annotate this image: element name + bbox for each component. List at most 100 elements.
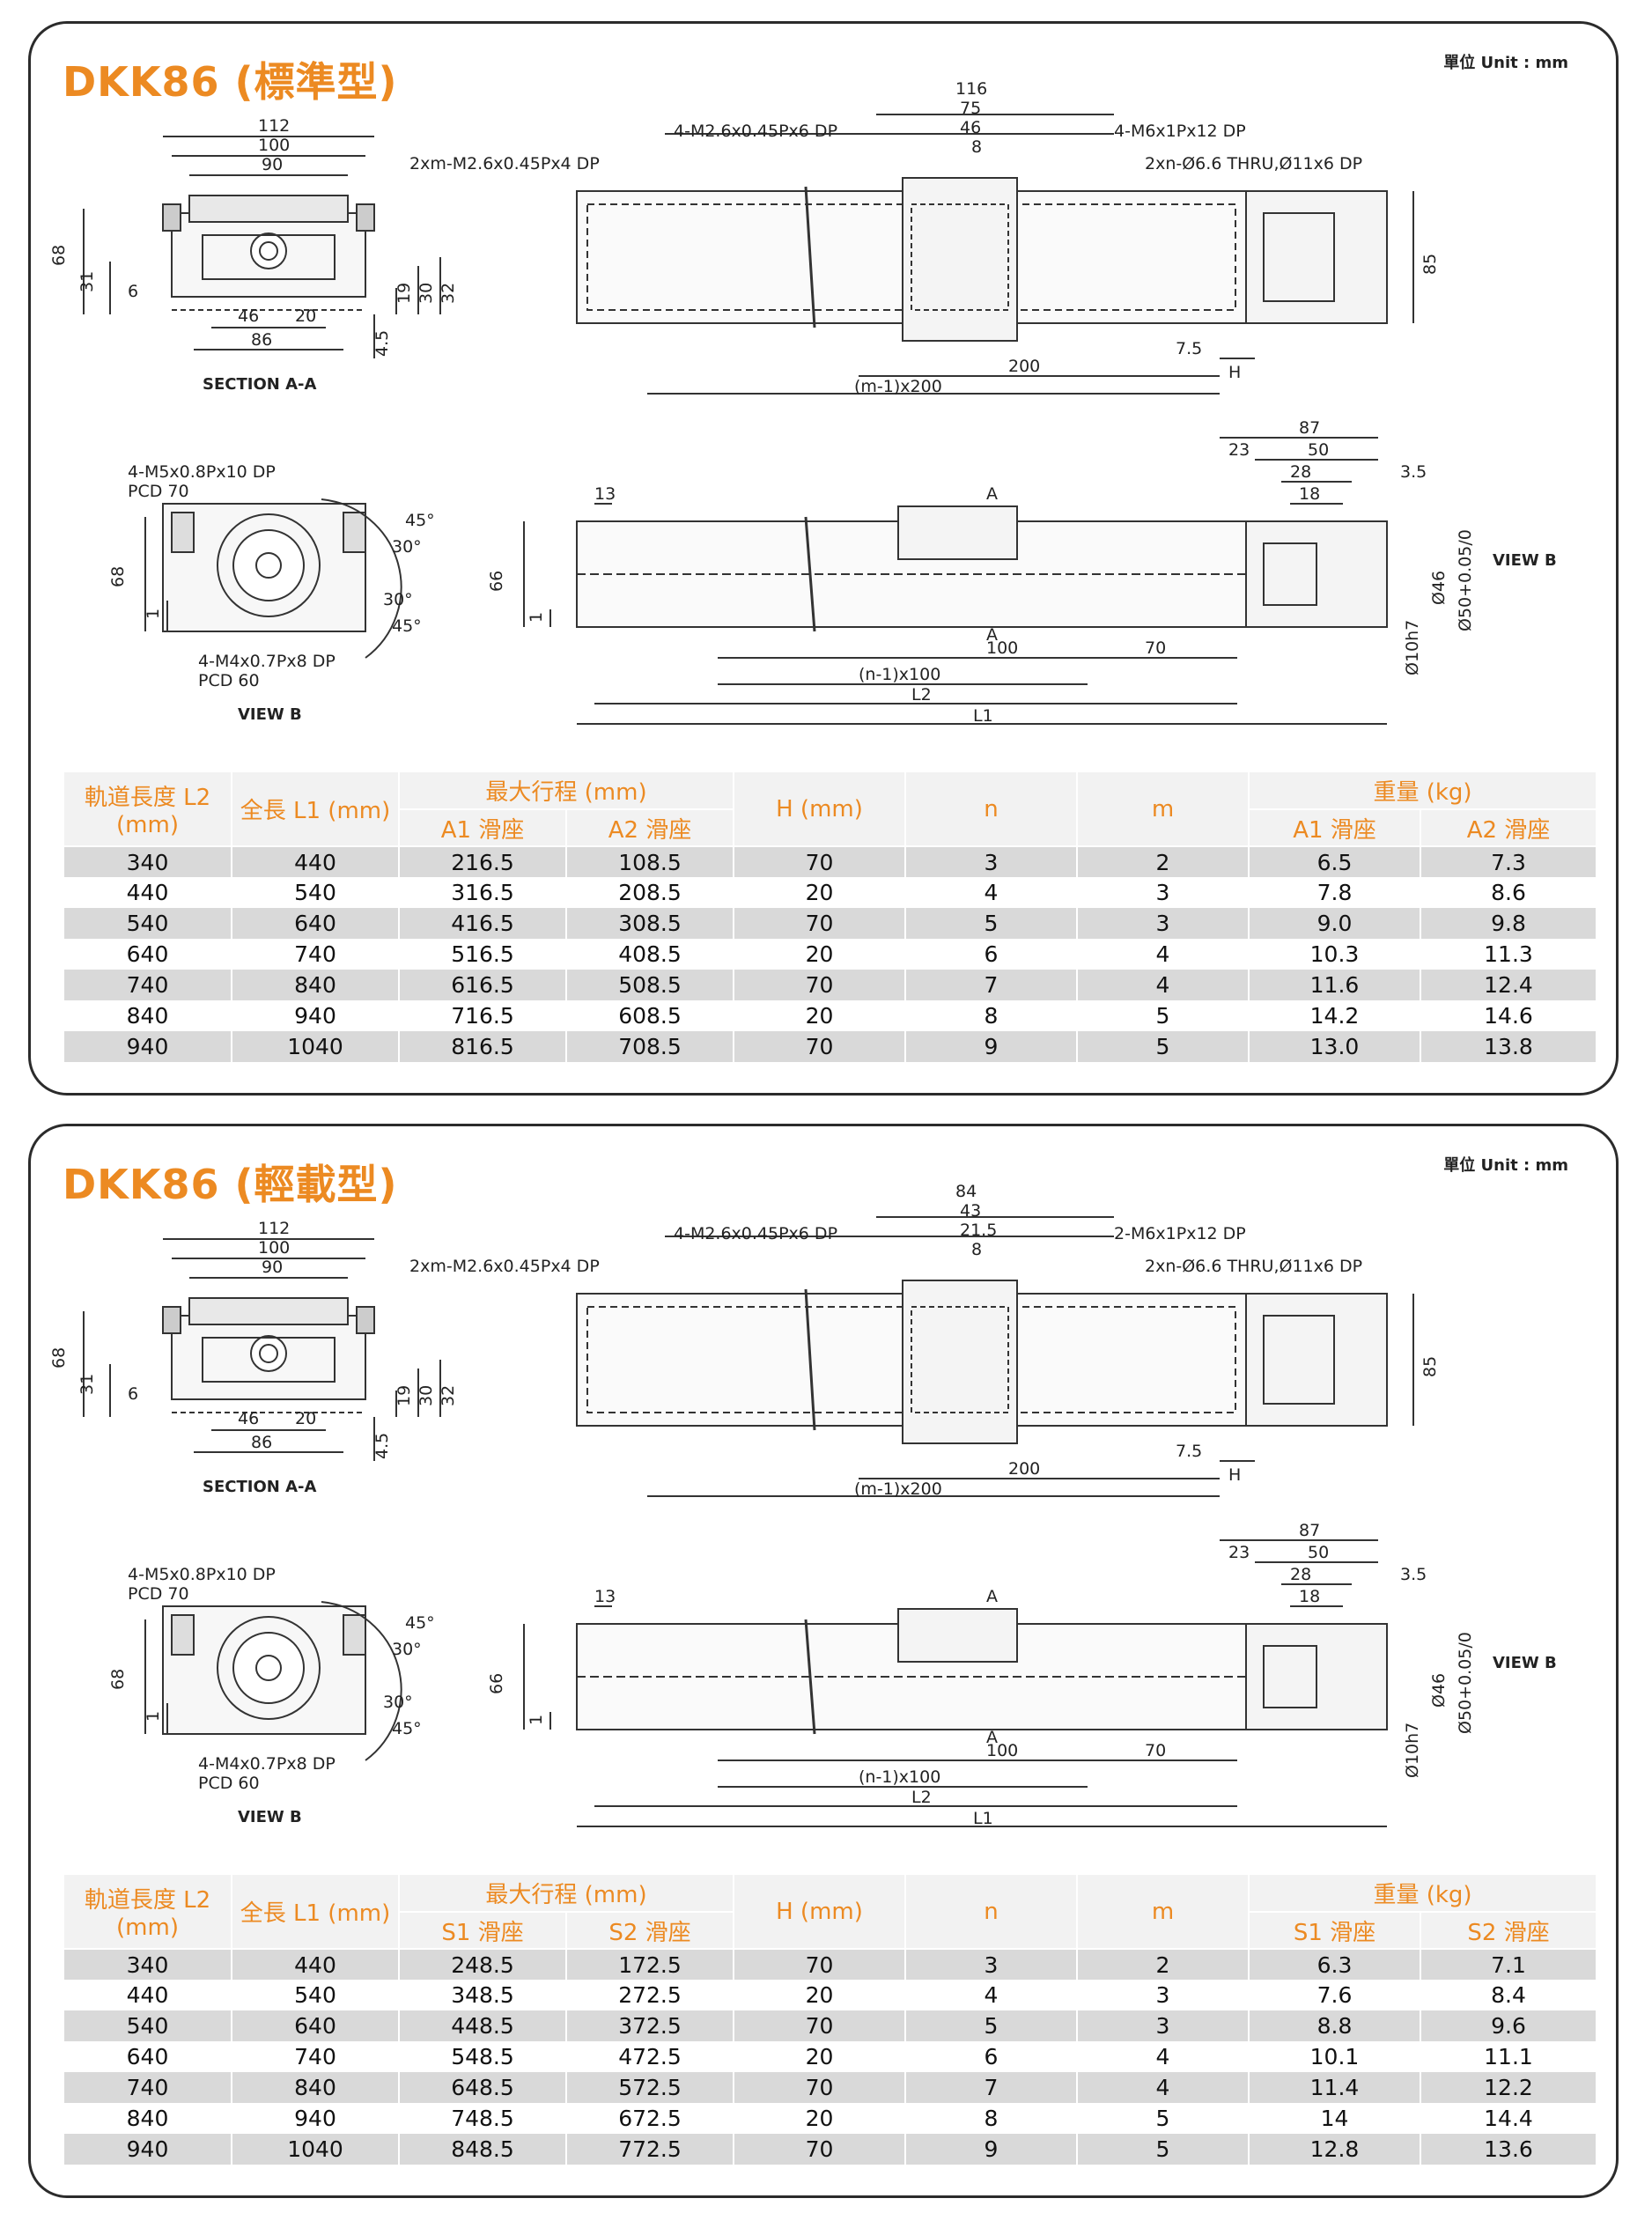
table-cell: 9: [905, 1031, 1078, 1062]
table-cell: 940: [64, 2134, 232, 2165]
side-view: [523, 1539, 1388, 1827]
dimension-label: 18: [1299, 484, 1320, 504]
side-view: [523, 437, 1388, 725]
table-cell: 540: [64, 2010, 232, 2041]
table-cell: 640: [232, 2010, 400, 2041]
standard-type-panel: DKK86 (標準型) 單位 Unit : mm: [28, 21, 1619, 1096]
table-cell: 20: [734, 877, 906, 908]
dimension-label: 7.5: [1176, 339, 1202, 358]
table-cell: 208.5: [566, 877, 734, 908]
dimension-label: SECTION A-A: [203, 375, 316, 394]
dimension-label: 2xm-M2.6x0.45Px4 DP: [409, 154, 600, 173]
table-cell: 11.3: [1420, 939, 1597, 970]
dimension-label: 30°: [383, 590, 413, 609]
dimension-label: 19: [395, 283, 414, 304]
table-cell: 5: [1077, 1031, 1250, 1062]
header-l1: 全長 L1 (mm): [232, 1875, 400, 1950]
table-cell: 7.8: [1249, 877, 1421, 908]
dimension-label: 112: [258, 116, 290, 136]
dimension-label: SECTION A-A: [203, 1478, 316, 1496]
dimension-label: Ø10h7: [1403, 1723, 1422, 1778]
dimension-label: 87: [1299, 418, 1320, 438]
table-cell: 472.5: [566, 2041, 734, 2072]
table-cell: 9: [905, 2134, 1078, 2165]
table-cell: 7.1: [1420, 1949, 1597, 1980]
dimension-label: 23: [1228, 1543, 1250, 1562]
table-cell: 716.5: [399, 1000, 567, 1031]
dimension-label: PCD 60: [198, 1774, 260, 1793]
section-a-view: [83, 1238, 441, 1461]
dimension-label: 2xn-Ø6.6 THRU,Ø11x6 DP: [1145, 1257, 1362, 1276]
dimension-label: 46: [238, 1409, 259, 1428]
dimension-label: 31: [77, 1374, 97, 1395]
table-cell: 6.3: [1249, 1949, 1421, 1980]
table-cell: 70: [734, 908, 906, 939]
dimension-label: (m-1)x200: [854, 377, 942, 396]
table-cell: 540: [232, 877, 400, 908]
section-a-labels: 112 100 90 68 31 6 46 20 86 30 19 32 4.5…: [49, 1219, 458, 1496]
table-cell: 8.8: [1249, 2010, 1421, 2041]
table-cell: 640: [64, 939, 232, 970]
dimension-label: 32: [439, 1385, 458, 1406]
table-cell: 508.5: [566, 970, 734, 1000]
dimension-label: 6: [128, 282, 138, 301]
table-cell: 6: [905, 2041, 1078, 2072]
dimension-label: 2xm-M2.6x0.45Px4 DP: [409, 1257, 600, 1276]
dimension-label: 68: [108, 1669, 128, 1690]
table-cell: 20: [734, 2103, 906, 2134]
dimension-label: 23: [1228, 440, 1250, 460]
dimension-label: 45°: [392, 1719, 422, 1738]
dimension-label: 46: [238, 306, 259, 326]
header-l2: 軌道長度 L2 (mm): [64, 1875, 232, 1950]
dimension-label: VIEW B: [1493, 551, 1557, 570]
dimension-label: 70: [1145, 1741, 1166, 1760]
dimension-label: 19: [395, 1385, 414, 1406]
dimension-label: 13: [594, 484, 616, 504]
table-cell: 3: [1077, 2010, 1250, 2041]
table-cell: 70: [734, 2072, 906, 2103]
dimension-label: 30°: [392, 537, 422, 557]
dimension-label: 46: [960, 118, 981, 137]
header-m: m: [1077, 772, 1250, 847]
dimension-label: 68: [49, 245, 69, 266]
table-cell: 840: [64, 1000, 232, 1031]
dimension-label: 43: [960, 1201, 981, 1221]
table-cell: 11.1: [1420, 2041, 1597, 2072]
dimension-label: 7.5: [1176, 1442, 1202, 1461]
table-cell: 248.5: [399, 1949, 567, 1980]
dimension-label: 90: [262, 155, 283, 174]
dimension-label: 66: [487, 571, 506, 592]
table-cell: 216.5: [399, 846, 567, 877]
dimension-label: (n-1)x100: [859, 1767, 940, 1787]
dimension-label: VIEW B: [238, 1808, 302, 1826]
table-cell: 740: [232, 2041, 400, 2072]
table-cell: 2: [1077, 846, 1250, 877]
header-h: H (mm): [734, 772, 906, 847]
dimension-label: 100: [258, 136, 290, 155]
dimension-label: 2xn-Ø6.6 THRU,Ø11x6 DP: [1145, 154, 1362, 173]
dimension-label: L2: [911, 685, 932, 705]
dimension-label: 4.5: [372, 1433, 392, 1459]
dimension-label: 50: [1308, 440, 1329, 460]
table-cell: 816.5: [399, 1031, 567, 1062]
header-stroke-slider-2: S2 滑座: [566, 1912, 734, 1950]
table-cell: 70: [734, 970, 906, 1000]
spec-table: 軌道長度 L2 (mm) 全長 L1 (mm) 最大行程 (mm) H (mm)…: [64, 1875, 1597, 2165]
view-b-labels: 4-M5x0.8Px10 DP PCD 70 4-M4x0.7Px8 DP PC…: [108, 1565, 435, 1826]
table-cell: 9.6: [1420, 2010, 1597, 2041]
table-cell: 11.4: [1249, 2072, 1421, 2103]
table-cell: 4: [905, 1980, 1078, 2010]
top-view: [576, 114, 1414, 395]
header-m: m: [1077, 1875, 1250, 1950]
dimension-label: PCD 60: [198, 671, 260, 690]
table-cell: 4: [1077, 970, 1250, 1000]
dimension-label: 100: [986, 638, 1018, 658]
table-cell: 316.5: [399, 877, 567, 908]
dimension-label: H: [1228, 1465, 1241, 1485]
table-cell: 70: [734, 2134, 906, 2165]
